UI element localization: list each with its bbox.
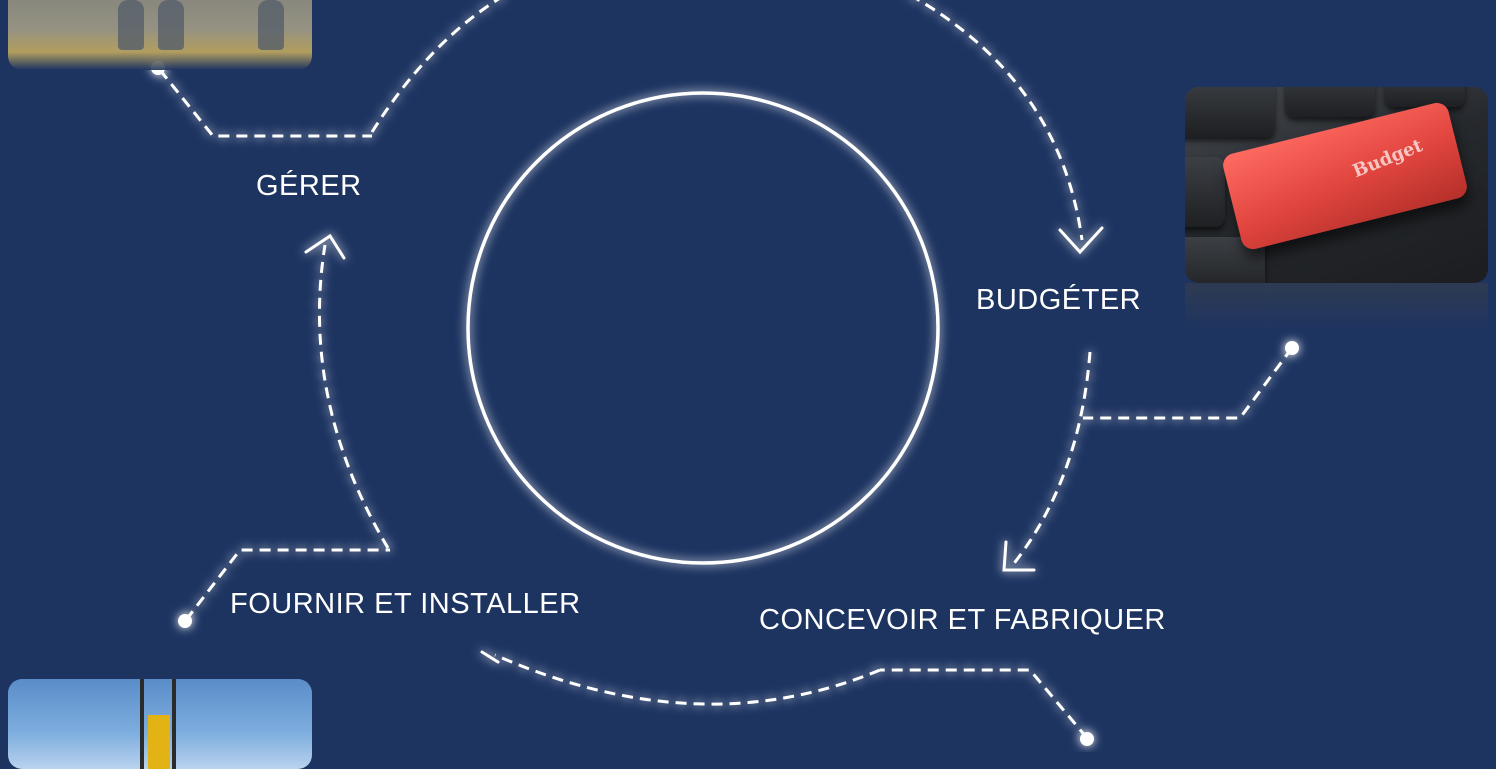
arc-concevoir-to-fournir — [494, 653, 881, 706]
worker-figure — [158, 0, 184, 50]
arrowhead-budgeter — [1058, 226, 1104, 255]
arc-budgeter-to-concevoir — [1010, 351, 1092, 567]
arrowhead-concevoir — [1002, 540, 1036, 572]
stage-label-fournir: FOURNIR ET INSTALLER — [230, 588, 581, 620]
budget-photo-reflection — [1185, 283, 1488, 333]
center-circle — [466, 91, 940, 565]
connector-concevoir — [880, 668, 1089, 739]
budget-keyboard-photo: Budget — [1185, 87, 1488, 283]
crane-frame — [140, 679, 176, 769]
stage-label-concevoir: CONCEVOIR ET FABRIQUER — [759, 604, 1166, 636]
keyboard-key — [1185, 157, 1225, 227]
stage-label-gerer: GÉRER — [256, 170, 362, 202]
connector-budgeter — [1083, 347, 1294, 420]
connector-fournir — [184, 548, 390, 621]
keyboard-key — [1185, 87, 1275, 137]
keyboard-key — [1385, 87, 1465, 107]
arrowhead-gerer — [304, 233, 346, 260]
cycle-diagram — [151, 0, 1299, 746]
dot-budgeter — [1285, 341, 1299, 355]
workers-photo — [8, 0, 312, 70]
crane-photo — [8, 679, 312, 769]
budget-key-text: Budget — [1349, 135, 1426, 183]
dot-fournir — [178, 614, 192, 628]
worker-figure — [258, 0, 284, 50]
dot-concevoir — [1080, 732, 1094, 746]
connector-gerer — [158, 69, 372, 138]
arrowhead-fournir — [480, 650, 500, 664]
crane-load — [148, 715, 170, 769]
stage-label-budgeter: BUDGÉTER — [976, 284, 1142, 316]
keyboard-key — [1285, 87, 1375, 117]
arc-fournir-to-gerer — [317, 244, 390, 549]
arc-gerer-to-budgeter — [370, 0, 1084, 241]
worker-figure — [118, 0, 144, 50]
